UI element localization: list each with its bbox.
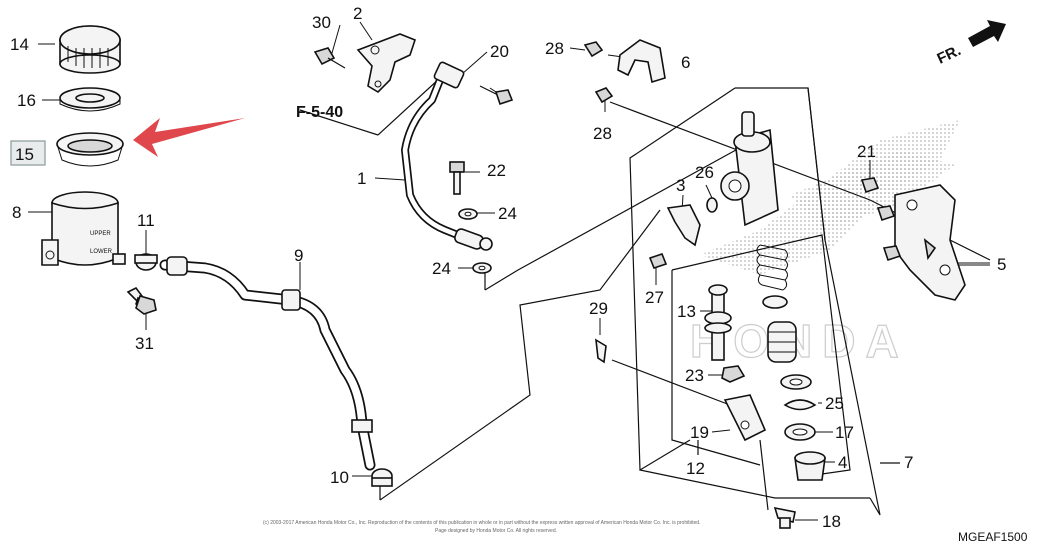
stay-6-part[interactable] <box>617 39 666 84</box>
part-label-25[interactable]: 25 <box>825 394 844 413</box>
hose-bolt-22-part[interactable] <box>449 161 465 195</box>
part-label-29[interactable]: 29 <box>589 299 608 318</box>
reservoir-plate-part[interactable] <box>59 87 121 112</box>
part-label-24b[interactable]: 24 <box>432 259 451 278</box>
highlight-arrow <box>133 118 245 157</box>
part-label-13[interactable]: 13 <box>677 302 696 321</box>
group-outline-12 <box>671 234 851 476</box>
nut-28a-part[interactable] <box>583 41 604 58</box>
joint-3-part[interactable] <box>666 204 701 247</box>
joint-19-part[interactable] <box>723 394 767 442</box>
part-label-15[interactable]: 15 <box>15 145 34 164</box>
part-label-5[interactable]: 5 <box>997 255 1006 274</box>
part-label-28b[interactable]: 28 <box>593 124 612 143</box>
reservoir-diaphragm-part[interactable] <box>56 132 124 167</box>
part-label-31[interactable]: 31 <box>135 334 154 353</box>
nut-23-part[interactable] <box>721 365 746 383</box>
part-label-2[interactable]: 2 <box>353 4 362 23</box>
part-label-16[interactable]: 16 <box>17 91 36 110</box>
nut-28b-part[interactable] <box>594 87 614 104</box>
part-label-6[interactable]: 6 <box>681 53 690 72</box>
part-label-26[interactable]: 26 <box>695 163 714 182</box>
push-rod-13-part[interactable] <box>704 284 732 361</box>
pin-29-part[interactable] <box>595 338 607 364</box>
part-label-11[interactable]: 11 <box>137 211 155 230</box>
hose-bracket-part[interactable] <box>356 33 416 94</box>
part-label-10[interactable]: 10 <box>330 468 349 487</box>
reservoir-cap-part[interactable] <box>59 25 121 74</box>
part-label-22[interactable]: 22 <box>487 161 506 180</box>
part-label-28a[interactable]: 28 <box>545 39 564 58</box>
part-label-19[interactable]: 19 <box>690 423 709 442</box>
bracket-bolt-30-part[interactable] <box>313 47 346 69</box>
washer-24a-part[interactable] <box>458 208 478 220</box>
pin-18-part[interactable] <box>773 506 796 529</box>
boot-4-part[interactable] <box>794 451 826 481</box>
spring-part[interactable] <box>756 244 788 309</box>
part-label-18[interactable]: 18 <box>822 512 841 531</box>
part-label-21[interactable]: 21 <box>857 142 876 161</box>
group-outline-7 <box>629 87 900 516</box>
reservoir-lower-mark: LOWER <box>90 249 113 255</box>
o-ring-26-part[interactable] <box>706 197 718 213</box>
part-label-4[interactable]: 4 <box>838 453 847 472</box>
part-label-23[interactable]: 23 <box>685 366 704 385</box>
reservoir-tank-part[interactable]: UPPER LOWER <box>41 191 126 266</box>
part-label-8[interactable]: 8 <box>12 203 21 222</box>
part-label-14[interactable]: 14 <box>10 35 29 54</box>
brake-hose-part[interactable] <box>401 61 493 251</box>
front-direction-arrow: FR. <box>935 20 1006 68</box>
part-label-7[interactable]: 7 <box>904 453 913 472</box>
part-label-9[interactable]: 9 <box>294 246 303 265</box>
reservoir-hose-part[interactable] <box>159 256 376 471</box>
master-cylinder-body-part[interactable] <box>720 111 779 227</box>
part-labels: 14 16 15 8 11 31 9 10 30 2 20 1 22 24 24… <box>10 4 1006 531</box>
part-label-24a[interactable]: 24 <box>498 204 517 223</box>
reference-label[interactable]: F-5-40 <box>296 104 343 121</box>
copyright-line-2: Page designed by Honda Motor Co. All rig… <box>435 528 557 534</box>
reservoir-bolt-part[interactable] <box>126 286 157 315</box>
front-direction-label: FR. <box>935 42 964 68</box>
part-label-17[interactable]: 17 <box>835 423 854 442</box>
hose-bolt-20-part[interactable] <box>479 85 514 106</box>
part-label-1[interactable]: 1 <box>357 169 366 188</box>
part-label-30[interactable]: 30 <box>312 13 331 32</box>
lower-hose-clip-part[interactable] <box>371 468 393 487</box>
washer-boot-part[interactable] <box>780 374 812 390</box>
part-label-3[interactable]: 3 <box>676 176 685 195</box>
circlip-25-part[interactable] <box>783 399 817 411</box>
highlighted-part-box <box>10 140 46 166</box>
diagram-code: MGEAF1500 <box>958 530 1028 544</box>
part-label-20[interactable]: 20 <box>490 42 509 61</box>
boot-17-part[interactable] <box>784 423 816 441</box>
part-label-27[interactable]: 27 <box>645 288 664 307</box>
reservoir-upper-mark: UPPER <box>90 231 111 237</box>
washer-24b-part[interactable] <box>472 262 492 274</box>
part-label-12[interactable]: 12 <box>686 459 705 478</box>
piston-cup-part[interactable] <box>767 321 797 363</box>
bolt-21-part[interactable] <box>860 177 902 262</box>
bracket-5-part[interactable] <box>894 184 966 301</box>
screw-27-part[interactable] <box>648 253 668 269</box>
copyright-line-1: (c) 2003-2017 American Honda Motor Co., … <box>263 520 700 526</box>
hose-clip-part[interactable] <box>134 253 158 271</box>
